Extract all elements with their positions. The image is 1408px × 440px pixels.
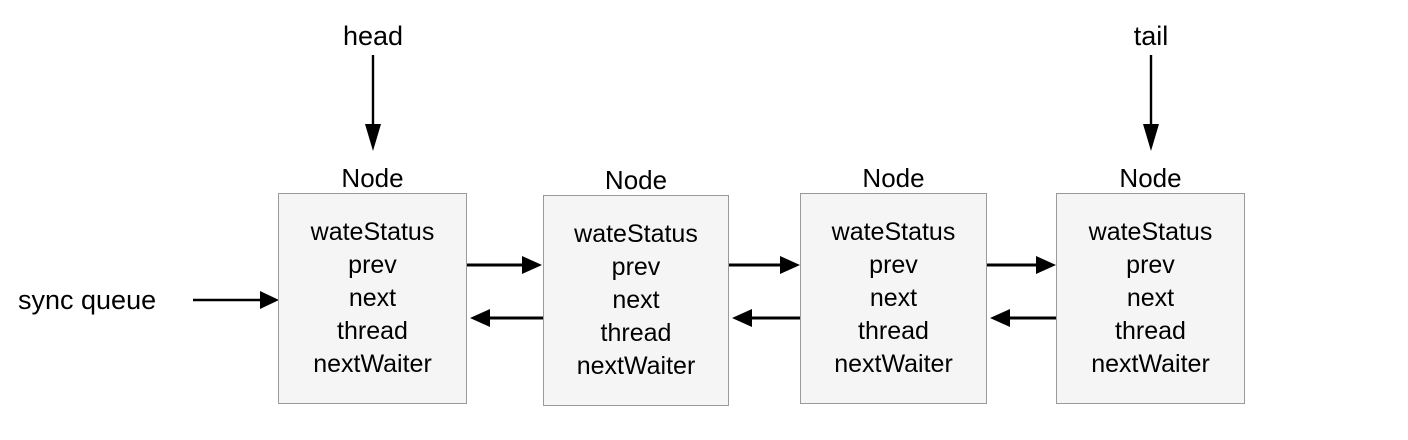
- node-1-box: [278, 193, 467, 404]
- next-arrow-1: [467, 256, 542, 274]
- sync-queue-entry-arrow: [193, 291, 279, 309]
- node-3[interactable]: Node wateStatus prev next thread nextWai…: [800, 164, 987, 404]
- tail-pointer-arrow: [1143, 55, 1159, 151]
- head-pointer-label: head: [342, 21, 404, 51]
- next-arrow-3: [987, 256, 1056, 274]
- node-4-title: Node: [1119, 163, 1182, 193]
- prev-arrow-1: [470, 309, 543, 327]
- node-2-title: Node: [604, 165, 668, 195]
- tail-pointer-label: tail: [1133, 21, 1169, 51]
- node-3-box: [800, 193, 987, 404]
- node-1[interactable]: Node wateStatus prev next thread nextWai…: [278, 164, 467, 404]
- node-2-box: [543, 195, 729, 406]
- head-pointer-arrow: [365, 55, 381, 151]
- next-arrow-2: [729, 256, 800, 274]
- node-3-title: Node: [862, 163, 925, 193]
- node-2[interactable]: Node wateStatus prev next thread nextWai…: [543, 166, 729, 406]
- node-4[interactable]: Node wateStatus prev next thread nextWai…: [1056, 164, 1245, 404]
- node-1-title: Node: [341, 163, 404, 193]
- node-4-box: [1056, 193, 1245, 404]
- prev-arrow-3: [990, 309, 1056, 327]
- sync-queue-label: sync queue: [18, 285, 157, 315]
- prev-arrow-2: [732, 309, 800, 327]
